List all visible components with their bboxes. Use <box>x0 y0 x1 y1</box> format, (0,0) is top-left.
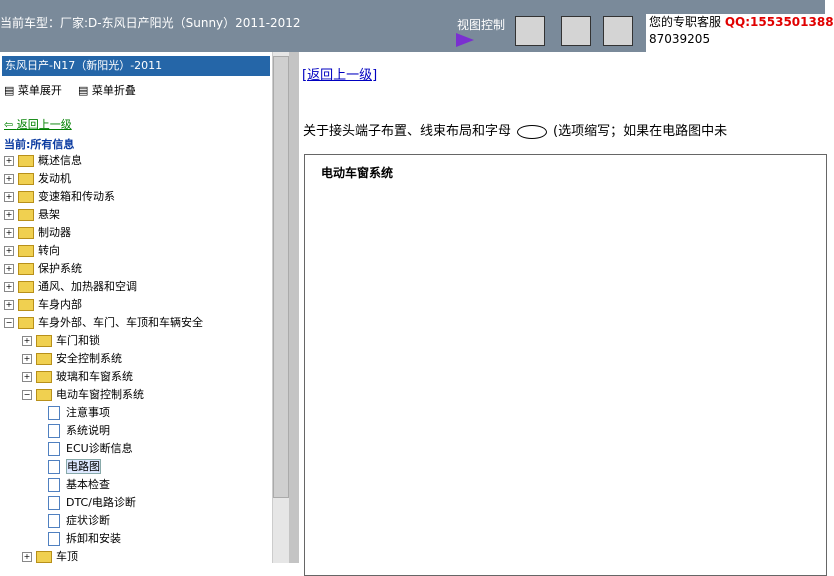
menu-collapse[interactable]: ▤ 菜单折叠 <box>78 84 136 97</box>
back-link[interactable]: ⇦ 返回上一级 <box>4 118 72 131</box>
view-prev-button[interactable] <box>603 16 633 46</box>
tree-item[interactable]: 症状诊断 <box>48 512 110 530</box>
qq-link[interactable]: QQ:1553501388 <box>724 15 834 29</box>
top-bar: 当前车型：厂家:D-东风日产阳光（Sunny）2011-2012 视图控制 您的… <box>0 0 834 52</box>
model-title: 当前车型：厂家:D-东风日产阳光（Sunny）2011-2012 <box>0 16 301 30</box>
tree-item[interactable]: ECU诊断信息 <box>48 440 133 458</box>
circuit-diagram <box>304 154 827 576</box>
tree-item[interactable]: +通风、加热器和空调 <box>4 280 137 293</box>
current-info: 当前:所有信息 <box>4 138 75 151</box>
note-text: 关于接头端子布置、线束布局和字母(选项缩写；如果在电路图中未 <box>303 124 728 139</box>
tree-item[interactable]: +转向 <box>4 244 60 257</box>
sidebar-scrollbar[interactable] <box>272 52 289 563</box>
view-control-label: 视图控制 <box>457 18 506 32</box>
pane-splitter[interactable] <box>289 52 299 563</box>
tree-item[interactable]: DTC/电路诊断 <box>48 494 136 512</box>
tree-item[interactable]: +车顶 <box>22 550 78 563</box>
view-split-button[interactable] <box>561 16 591 46</box>
tree-item[interactable]: +变速箱和传动系 <box>4 190 115 203</box>
tree-item[interactable]: +车门和锁 <box>22 334 100 347</box>
tree-item[interactable]: 系统说明 <box>48 422 110 440</box>
tree-item[interactable]: +发动机 <box>4 172 71 185</box>
menu-expand[interactable]: ▤ 菜单展开 <box>4 84 62 97</box>
content-pane: [返回上一级] 关于接头端子布置、线束布局和字母(选项缩写；如果在电路图中未 电… <box>299 52 827 576</box>
tree-item[interactable]: 基本检查 <box>48 476 110 494</box>
diagram-title: 电动车窗系统 <box>321 166 394 180</box>
view-next-button[interactable] <box>515 16 545 46</box>
tree-item[interactable]: 拆卸和安装 <box>48 530 121 548</box>
tree-item[interactable]: +玻璃和车窗系统 <box>22 370 133 383</box>
play-icon[interactable] <box>456 33 474 47</box>
tree-item[interactable]: +悬架 <box>4 208 60 221</box>
tree-item[interactable]: +保护系统 <box>4 262 82 275</box>
scroll-thumb[interactable] <box>273 56 289 498</box>
tree-item[interactable]: −车身外部、车门、车顶和车辆安全 <box>4 316 203 329</box>
sidebar: 东风日产-N17（新阳光）-2011 ▤ 菜单展开 ▤ 菜单折叠 ⇦ 返回上一级… <box>0 52 289 563</box>
content-back-link[interactable]: [返回上一级] <box>302 68 378 83</box>
tree-item[interactable]: 电路图 <box>48 458 101 476</box>
tree-item[interactable]: +安全控制系统 <box>22 352 122 365</box>
tree-item[interactable]: +概述信息 <box>4 154 82 167</box>
tree-item[interactable]: 注意事项 <box>48 404 110 422</box>
connector-oval-icon <box>517 124 548 139</box>
tree-item[interactable]: −电动车窗控制系统 <box>22 388 144 401</box>
model-selected[interactable]: 东风日产-N17（新阳光）-2011 <box>2 56 270 76</box>
tree-item[interactable]: +制动器 <box>4 226 71 239</box>
tree-item[interactable]: +车身内部 <box>4 298 82 311</box>
